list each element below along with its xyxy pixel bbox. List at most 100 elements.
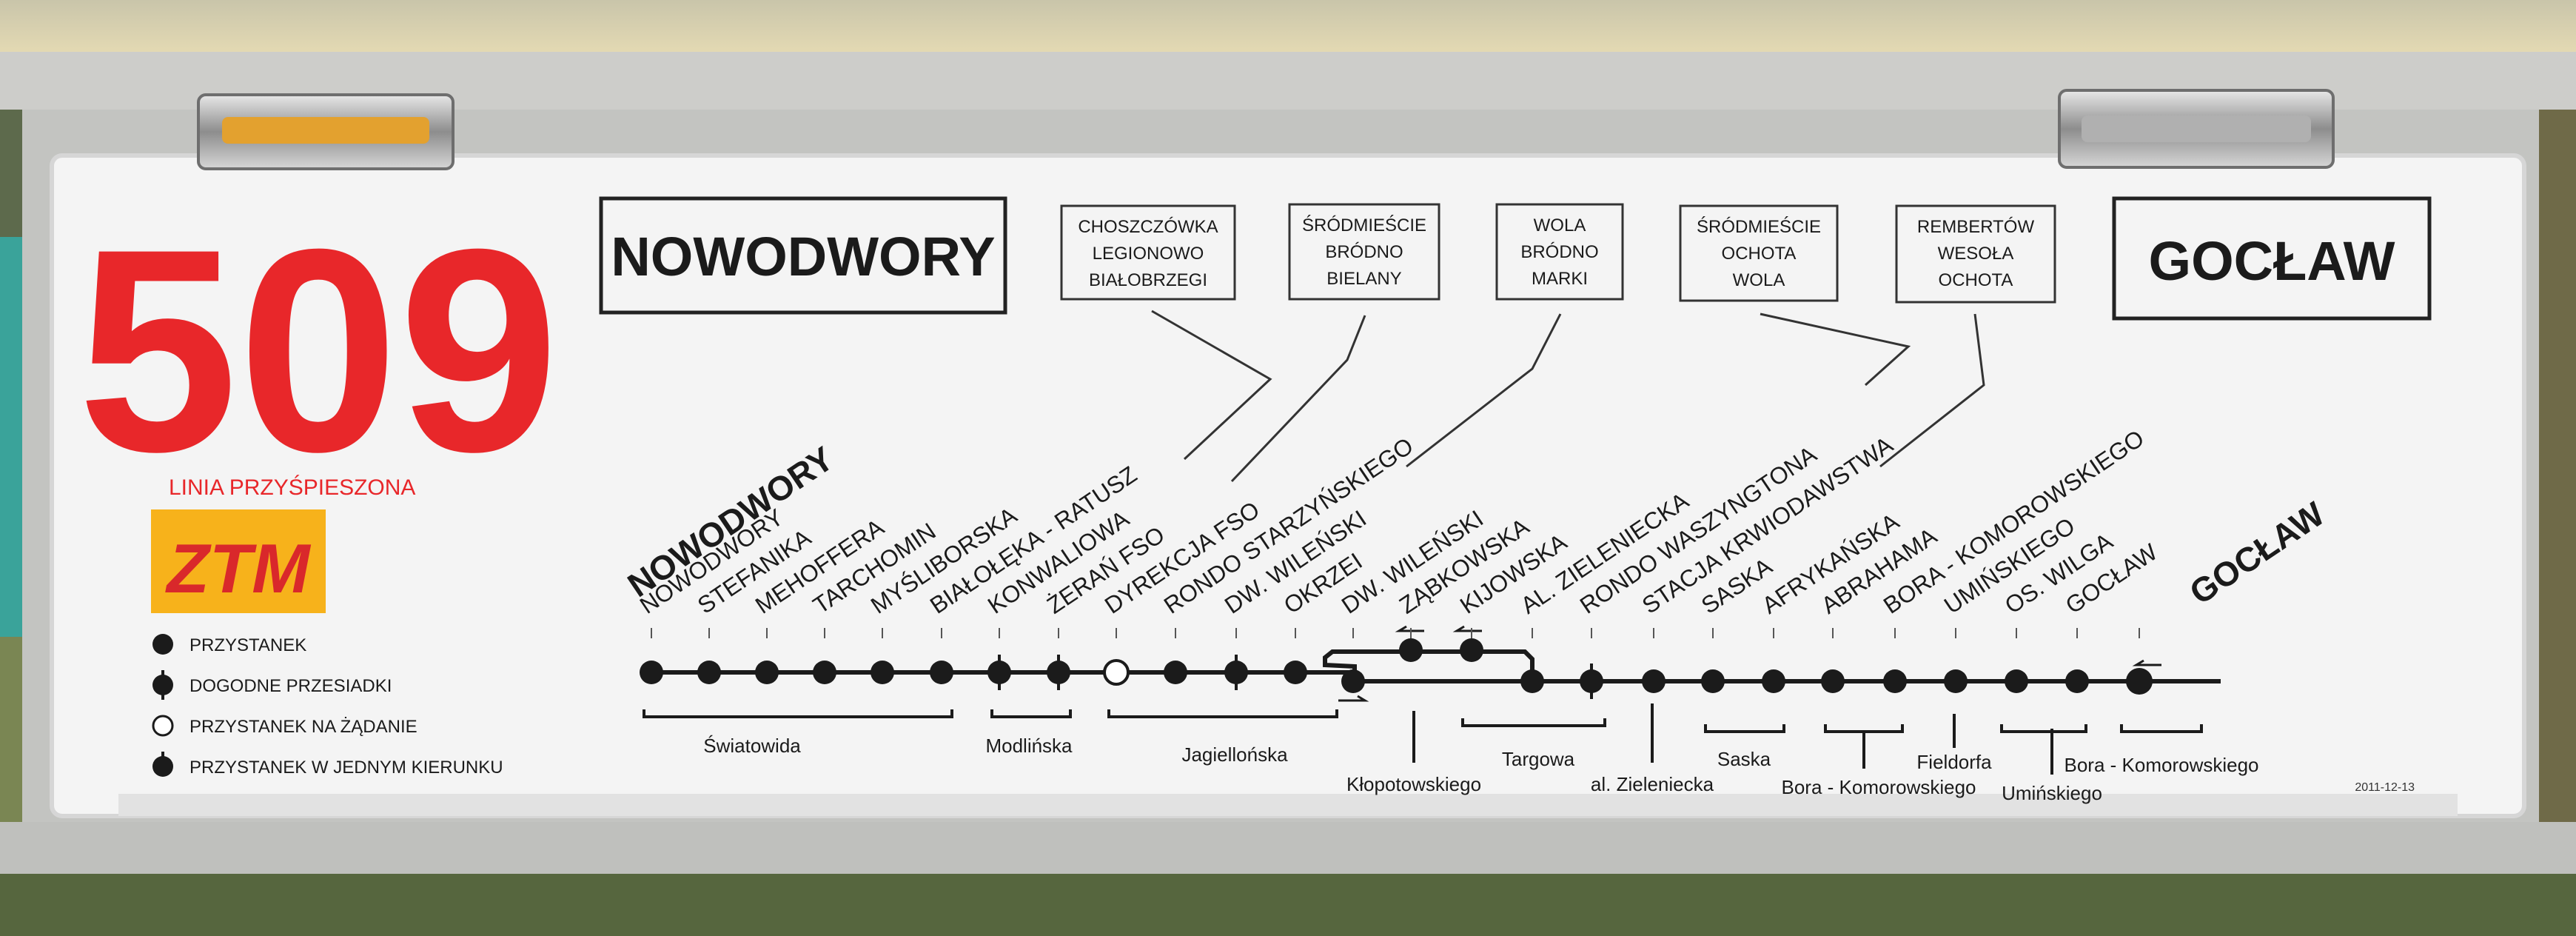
street-label: Targowa [1461, 718, 1606, 770]
stop-marker [640, 661, 663, 684]
legend-symbol [152, 715, 174, 737]
connection-destination: WESOŁA [1938, 244, 2014, 264]
left-clip-reflection [222, 117, 429, 144]
legend-symbol [152, 634, 173, 655]
connection-box: ŚRÓDMIEŚCIE BRÓDNO BIELANY [1230, 203, 1440, 483]
stop-marker [1520, 669, 1544, 693]
connection-destination: CHOSZCZÓWKA [1078, 217, 1218, 237]
terminus-start-box [599, 196, 1007, 315]
background-sky [0, 0, 2576, 59]
stop-marker [2065, 669, 2089, 693]
stop-marker [1701, 669, 1725, 693]
street-label: al. Zieleniecka [1591, 703, 1714, 795]
connection-destination: BIAŁOBRZEGI [1089, 270, 1207, 290]
street-name: Bora - Komorowskiego [2065, 754, 2259, 776]
right-clip-shade [2082, 116, 2311, 142]
connection-destination: OCHOTA [1939, 270, 2013, 290]
connection-box-frame [1060, 204, 1236, 301]
street-label: Kłopotowskiego [1346, 711, 1481, 795]
stop-marker [755, 661, 779, 684]
stop-marker [871, 661, 894, 684]
ztm-logo-background [151, 509, 326, 613]
panel-lower-strip [118, 794, 2458, 816]
terminus-end: GOCŁAW [2149, 230, 2395, 292]
street-bracket [1461, 718, 1606, 727]
direction-arrow [2132, 659, 2161, 666]
terminus-end-box [2112, 196, 2432, 321]
legend: PRZYSTANEK DOGODNE PRZESIADKI PRZYSTANEK N… [152, 634, 503, 778]
connection-destination: ŚRÓDMIEŚCIE [1302, 215, 1426, 235]
stop-marker [1284, 661, 1307, 684]
frame-bottom-rail [0, 822, 2576, 874]
street-list: Światowida Modlińska Jagiellońska Kłopotows… [643, 703, 2259, 804]
street-bracket [1107, 709, 1338, 718]
connection-box-frame [1895, 204, 2056, 304]
stop-marker [1399, 638, 1423, 662]
terminus-start: NOWODWORY [611, 226, 995, 287]
street-label: Fieldorfa [1916, 714, 1992, 773]
connection-leader-line [1151, 310, 1272, 461]
street-label: Modlińska [985, 709, 1073, 757]
stop-marker [2005, 669, 2028, 693]
street-name: Modlińska [985, 735, 1073, 757]
direction-arrow [1338, 695, 1369, 702]
stop-marker [1460, 638, 1483, 662]
connection-leader-line [1879, 313, 1985, 468]
connection-destination: REMBERTÓW [1917, 217, 2035, 237]
street-bracket [2120, 724, 2203, 733]
street-name: Saska [1717, 748, 1771, 770]
direction-arrow [1395, 625, 1424, 632]
street-name: Światowida [703, 735, 801, 757]
street-name: Bora - Komorowskiego [1782, 776, 1976, 798]
stop-marker [1762, 669, 1785, 693]
street-bracket [2000, 724, 2087, 733]
legend-label: DOGODNE PRZESIADKI [189, 676, 392, 696]
connection-destination: BRÓDNO [1325, 242, 1403, 262]
direction-arrow [1452, 625, 1482, 632]
connection-box-frame [1679, 204, 1839, 302]
connection-box-frame [1495, 203, 1624, 301]
connection-destination: WOLA [1733, 270, 1785, 290]
connection-box: REMBERTÓW WESOŁA OCHOTA [1879, 204, 2056, 468]
legend-item: PRZYSTANEK W JEDNYM KIERUNKU [152, 752, 503, 778]
route-type-label: LINIA PRZYŚPIESZONA [169, 475, 415, 500]
legend-item: PRZYSTANEK NA ŻĄDANIE [152, 715, 417, 737]
street-bracket [990, 709, 1072, 718]
route-loop-north [1323, 649, 1534, 672]
street-label: Bora - Komorowskiego [2065, 724, 2259, 776]
street-bracket [1704, 724, 1785, 733]
legend-item: PRZYSTANEK [152, 634, 306, 655]
street-label: Saska [1704, 724, 1785, 770]
stop-marker [930, 661, 953, 684]
street-name: Jagiellońska [1181, 743, 1288, 766]
connection-destination: BIELANY [1326, 269, 1401, 289]
street-label: Światowida [643, 709, 953, 757]
connection-box-frame [1288, 203, 1440, 301]
stop-marker [1103, 659, 1130, 686]
legend-label: PRZYSTANEK [189, 635, 306, 655]
connection-box: WOLA BRÓDNO MARKI [1406, 203, 1624, 468]
connection-destination: BRÓDNO [1520, 242, 1598, 262]
route-number: 509 [78, 189, 560, 512]
connection-destination: OCHOTA [1722, 244, 1797, 264]
stop-marker [2126, 668, 2153, 695]
stop-marker [1883, 669, 1907, 693]
street-label: Jagiellońska [1107, 709, 1338, 766]
connection-leader-line [1406, 313, 1562, 468]
street-label: Bora - Komorowskiego [1782, 724, 1976, 798]
stop-marker [1944, 669, 1968, 693]
stop-marker [1642, 669, 1666, 693]
street-name: Fieldorfa [1916, 751, 1992, 773]
street-name: Umińskiego [2002, 782, 2102, 804]
connection-boxes: CHOSZCZÓWKALEGIONOWOBIAŁOBRZEGIŚRÓDMIEŚC… [1060, 203, 2056, 483]
connection-destination: MARKI [1532, 269, 1588, 289]
print-date: 2011-12-13 [2355, 781, 2415, 794]
street-bracket [643, 709, 953, 718]
connection-leader-line [1760, 312, 1911, 387]
stop-marker [813, 661, 836, 684]
stop-marker [1341, 669, 1365, 693]
connection-destination: WOLA [1534, 215, 1586, 235]
street-name: Targowa [1502, 748, 1575, 770]
